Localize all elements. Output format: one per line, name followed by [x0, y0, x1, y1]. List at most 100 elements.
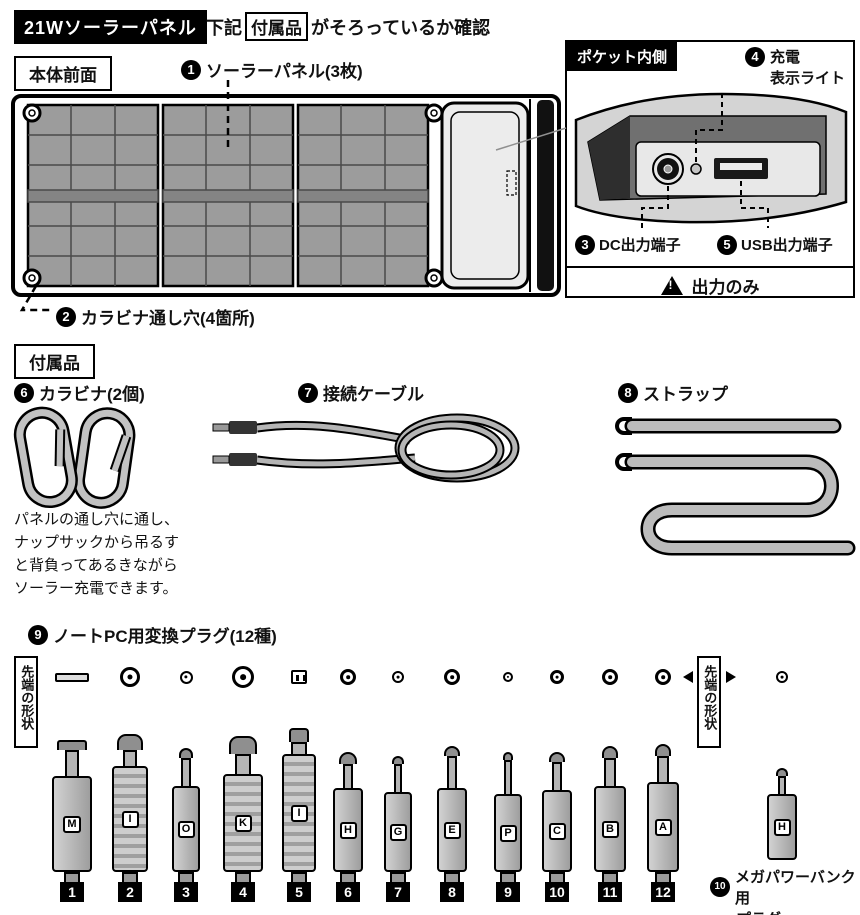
panel-2 — [161, 103, 295, 288]
accessories-word-box: 付属品 — [245, 12, 308, 41]
usage-note-line: と背負ってあるきながら — [14, 557, 178, 574]
round-tip-icon — [179, 670, 193, 684]
tip-shape-label-right: 先端の形状 — [697, 656, 722, 748]
plug-tip-view — [179, 660, 193, 694]
megapowerbank-label-line1: メガパワーバンク用 — [735, 869, 856, 907]
warning-icon — [660, 276, 683, 295]
plug-letter-badge: B — [601, 820, 619, 838]
plug-adapter-12: A 12 — [635, 660, 691, 902]
solar-panel-illustration — [11, 94, 561, 297]
round-tip-icon — [392, 671, 404, 683]
plug-adapter-5: I 5 — [271, 660, 327, 902]
plug-adapter-1: M 1 — [44, 660, 100, 902]
product-title: 21Wソーラーパネル — [14, 10, 207, 44]
callout-number-4: 4 — [744, 46, 765, 67]
plug-letter-badge: G — [389, 823, 407, 841]
megapowerbank-label-line2: プラグ — [736, 908, 860, 915]
strap-label: ストラップ — [643, 385, 728, 404]
laptop-plugs-label: ノートPC用変換プラグ(12種) — [53, 627, 277, 646]
plug-tip-view — [655, 660, 671, 694]
round-tip-icon — [444, 669, 460, 685]
arrow-left-icon — [683, 671, 693, 683]
plug-tip-view — [444, 660, 460, 694]
usb-port — [714, 158, 768, 179]
charge-light-label-line2: 表示ライト — [769, 70, 845, 87]
callout-label-carabiner-holes: カラビナ通し穴(4箇所) — [81, 309, 255, 328]
pocket-interior-illustration — [574, 92, 848, 228]
output-only-warning: 出力のみ — [567, 273, 853, 298]
callout-number-5: 5 — [717, 234, 737, 255]
callout-strap: 8 ストラップ — [618, 380, 728, 405]
plug-letter-badge: H — [773, 818, 791, 836]
plug-tip-view — [340, 660, 356, 694]
callout-carabiner: 6 カラビナ(2個) — [14, 380, 145, 405]
accessories-section-label: 付属品 — [14, 344, 95, 379]
usage-note-line: パネルの通し穴に通し、 — [14, 511, 180, 528]
plug-letter-badge: P — [499, 824, 517, 842]
plug-adapter-2: I 2 — [102, 660, 158, 902]
plug-tip-view — [392, 660, 404, 694]
plug-number-box: 6 — [336, 882, 360, 902]
flat-tip-icon — [55, 672, 89, 682]
plug-adapter-10: C 10 — [529, 660, 585, 902]
dc-jack — [652, 153, 684, 185]
callout-solar-panel: 1 ソーラーパネル(3枚) — [181, 57, 363, 82]
plug-letter-badge: M — [63, 815, 81, 833]
plug-number-box: 3 — [174, 882, 198, 902]
callout-dc-output: 3 DC出力端子 — [575, 234, 681, 255]
plug-tip-view — [55, 660, 89, 694]
plug-tip-view — [776, 660, 788, 694]
callout-number-2: 2 — [56, 306, 76, 327]
pocket-divider — [567, 266, 853, 268]
plug-tip-view — [120, 660, 140, 694]
callout-number-10: 10 — [710, 877, 730, 897]
plug-adapter-8: E 8 — [424, 660, 480, 902]
output-only-label: 出力のみ — [691, 278, 760, 297]
callout-number-8: 8 — [618, 382, 638, 403]
round-tip-icon — [776, 671, 788, 683]
plug-letter-badge: I — [121, 810, 139, 828]
callout-number-6: 6 — [14, 382, 34, 403]
cable-illustration — [212, 413, 520, 483]
panel-3 — [296, 103, 430, 288]
callout-number-1: 1 — [181, 59, 201, 80]
round-tip-icon — [550, 670, 564, 684]
round-tip-icon — [232, 666, 254, 688]
usage-note-line: ソーラー充電できます。 — [14, 580, 178, 597]
plug-number-box: 8 — [440, 882, 464, 902]
callout-label-solar-panel: ソーラーパネル(3枚) — [206, 62, 363, 81]
plug-letter-badge: H — [339, 821, 357, 839]
check-instruction: 下記 付属品 がそろっているか確認 — [206, 12, 490, 41]
callout-cable: 7 接続ケーブル — [298, 380, 424, 405]
arrow-right-icon — [726, 671, 736, 683]
round-tip-icon — [503, 672, 513, 682]
plug-number-box: 2 — [118, 882, 142, 902]
front-section-label: 本体前面 — [14, 56, 112, 91]
plug-tip-view — [503, 660, 513, 694]
megapowerbank-plug: H — [754, 660, 810, 860]
carabiner-label: カラビナ(2個) — [39, 385, 145, 404]
round-tip-icon — [602, 669, 618, 685]
charge-indicator-led — [690, 163, 702, 175]
plug-tip-view — [232, 660, 254, 694]
plug-number-box: 4 — [231, 882, 255, 902]
plug-letter-badge: I — [290, 804, 308, 822]
plug-adapter-6: H 6 — [320, 660, 376, 902]
callout-number-9: 9 — [28, 624, 48, 645]
tip-shape-label-left: 先端の形状 — [14, 656, 39, 748]
plug-adapter-7: G 7 — [370, 660, 426, 902]
charge-light-label-line1: 充電 — [769, 49, 800, 66]
plug-number-box: 9 — [496, 882, 520, 902]
callout-number-7: 7 — [298, 382, 318, 403]
plug-adapter-3: O 3 — [158, 660, 214, 902]
usage-note-line: ナップサックから吊るす — [14, 534, 180, 551]
cover-flap — [440, 101, 530, 290]
check-pre: 下記 — [206, 17, 242, 38]
pocket-detail-box: ポケット内側 4 充電 表示ライト — [565, 40, 855, 298]
round-tip-icon — [120, 667, 140, 687]
callout-number-3: 3 — [575, 234, 595, 255]
callout-laptop-plugs: 9 ノートPC用変換プラグ(12種) — [28, 622, 277, 647]
usage-note: パネルの通し穴に通し、 ナップサックから吊るす と背負ってあるきながら ソーラー… — [14, 508, 179, 600]
check-post: がそろっているか確認 — [311, 17, 491, 38]
